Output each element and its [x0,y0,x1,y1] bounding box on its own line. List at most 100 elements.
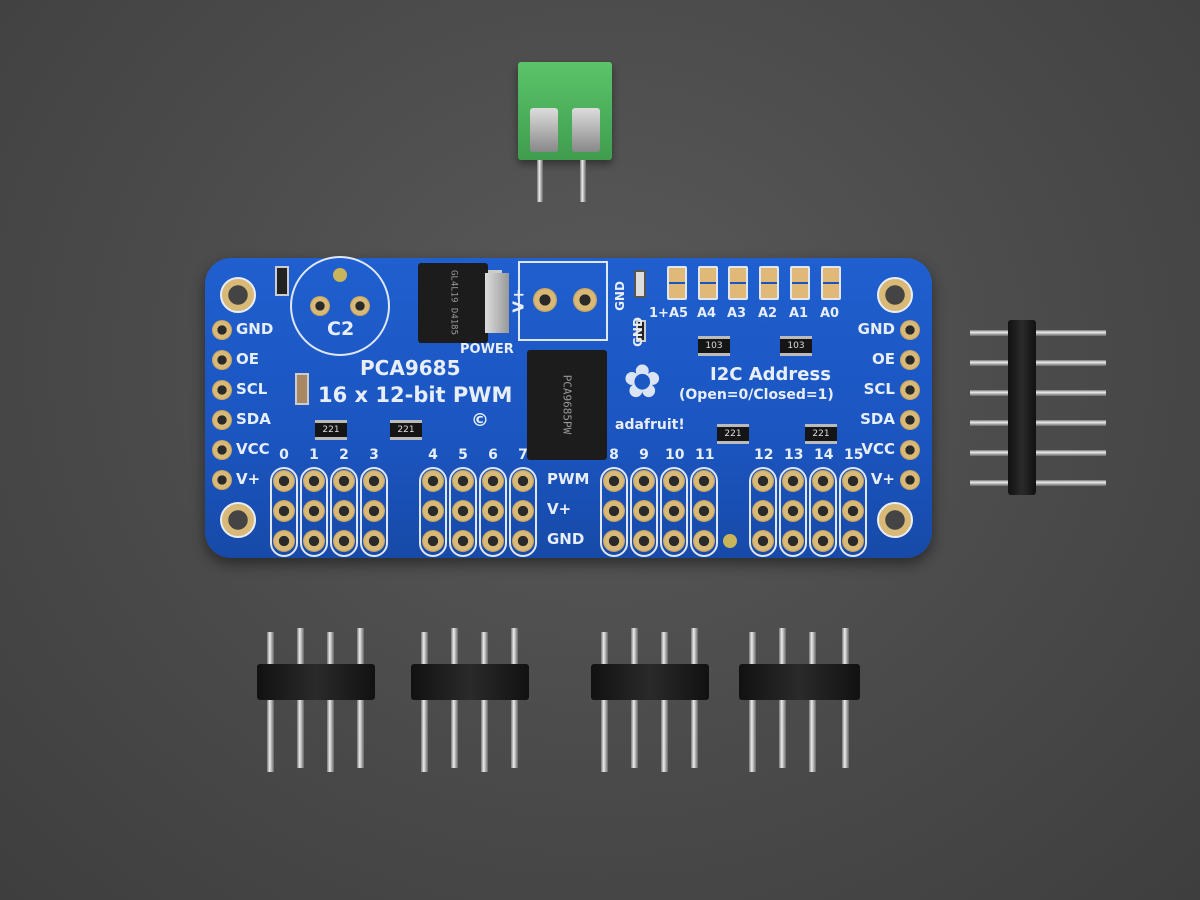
address-label: A2 [758,306,778,321]
address-jumper[interactable] [821,266,841,300]
servo-pin-pad[interactable] [782,530,804,552]
servo-pin-pad[interactable] [782,500,804,522]
servo-pin-pad[interactable] [842,500,864,522]
servo-pin-pad[interactable] [812,530,834,552]
servo-pin-pad[interactable] [693,530,715,552]
left-pin-pad[interactable] [212,470,232,490]
cap-label: C2 [327,318,355,340]
servo-pin-pad[interactable] [482,530,504,552]
servo-pin-pad[interactable] [842,530,864,552]
right-pin-pad[interactable] [900,320,920,340]
header-pin [481,632,488,772]
channel-number: 8 [609,447,619,463]
servo-pin-pad[interactable] [663,470,685,492]
servo-pin-pad[interactable] [422,470,444,492]
left-pin-pad[interactable] [212,320,232,340]
channel-number: 1 [309,447,319,463]
servo-pin-pad[interactable] [782,470,804,492]
row-label: V+ [547,500,572,518]
servo-pin-pad[interactable] [633,470,655,492]
servo-pin-pad[interactable] [693,470,715,492]
address-jumper[interactable] [759,266,779,300]
right-pin-pad[interactable] [900,350,920,370]
servo-pin-pad[interactable] [452,500,474,522]
left-pin-pad[interactable] [212,410,232,430]
pca9685-ic [527,350,607,460]
channel-number: 2 [339,447,349,463]
header-pin [661,632,668,772]
channel-outline [330,467,358,557]
right-pin-label: VCC [861,440,895,458]
servo-pin-pad[interactable] [273,470,295,492]
servo-pin-pad[interactable] [603,470,625,492]
regulator-marking: GL4L19 D4185 [448,269,459,336]
header-plastic [257,664,375,700]
address-jumper[interactable] [728,266,748,300]
servo-pin-pad[interactable] [812,470,834,492]
channel-number: 14 [814,447,834,463]
address-label: A4 [697,306,717,321]
channel-outline [479,467,507,557]
servo-pin-pad[interactable] [452,470,474,492]
mounting-hole [220,277,256,313]
servo-pin-pad[interactable] [603,500,625,522]
servo-pin-pad[interactable] [363,470,385,492]
channel-outline [630,467,658,557]
servo-pin-pad[interactable] [512,470,534,492]
header-plastic [591,664,709,700]
channel-outline [600,467,628,557]
row-label: GND [547,530,585,548]
servo-pin-pad[interactable] [303,530,325,552]
channel-outline [779,467,807,557]
servo-pin-pad[interactable] [603,530,625,552]
servo-pin-pad[interactable] [752,470,774,492]
servo-pin-pad[interactable] [422,500,444,522]
servo-pin-pad[interactable] [333,500,355,522]
left-pin-pad[interactable] [212,350,232,370]
servo-pin-pad[interactable] [363,530,385,552]
servo-pin-pad[interactable] [633,500,655,522]
servo-pin-pad[interactable] [363,500,385,522]
servo-pin-pad[interactable] [273,530,295,552]
servo-pin-pad[interactable] [303,470,325,492]
channel-number: 7 [518,447,528,463]
servo-pin-pad[interactable] [273,500,295,522]
servo-pin-pad[interactable] [842,470,864,492]
servo-pin-pad[interactable] [663,500,685,522]
servo-pin-pad[interactable] [452,530,474,552]
right-pin-pad[interactable] [900,440,920,460]
servo-pin-pad[interactable] [752,530,774,552]
servo-pin-pad[interactable] [512,530,534,552]
right-pin-pad[interactable] [900,410,920,430]
header-pin [327,632,334,772]
servo-pin-pad[interactable] [303,500,325,522]
servo-pin-pad[interactable] [422,530,444,552]
servo-pin-pad[interactable] [693,500,715,522]
servo-pin-pad[interactable] [812,500,834,522]
address-jumper[interactable] [667,266,687,300]
right-pin-pad[interactable] [900,470,920,490]
servo-pin-pad[interactable] [633,530,655,552]
right-pin-pad[interactable] [900,380,920,400]
left-pin-pad[interactable] [212,380,232,400]
address-label: A1 [789,306,809,321]
resistor-network: 221 [315,420,347,440]
i2c-address-note: (Open=0/Closed=1) [679,387,834,403]
left-pin-pad[interactable] [212,440,232,460]
servo-pin-pad[interactable] [482,470,504,492]
address-jumper[interactable] [698,266,718,300]
servo-pin-pad[interactable] [663,530,685,552]
servo-pin-pad[interactable] [333,530,355,552]
servo-pin-pad[interactable] [333,470,355,492]
channel-number: 0 [279,447,289,463]
servo-pin-pad[interactable] [482,500,504,522]
resistor-network: 221 [717,424,749,444]
address-label: A3 [727,306,747,321]
channel-outline [270,467,298,557]
channel-number: 11 [695,447,715,463]
servo-pin-pad[interactable] [512,500,534,522]
servo-pin-pad[interactable] [752,500,774,522]
header-pin [601,632,608,772]
left-pin-label: SCL [236,380,268,398]
address-jumper[interactable] [790,266,810,300]
